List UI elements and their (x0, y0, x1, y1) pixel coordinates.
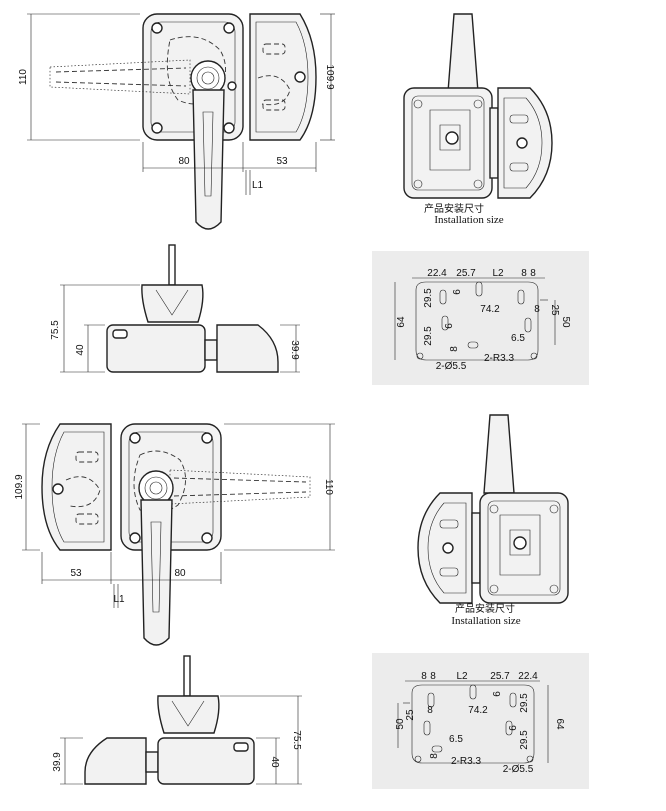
cut-29-5a-b: 29.5 (519, 693, 530, 713)
cut-29-5b: 29.5 (423, 326, 434, 346)
cut-6b-b: 6 (508, 725, 519, 731)
side-view-top: 75.5 40 39.9 (50, 244, 300, 373)
handle-lever-mirror (140, 499, 173, 646)
handle-lever (192, 89, 225, 230)
dim-75-5-b: 75.5 (291, 730, 302, 750)
install-caption-en-b: Installation size (451, 615, 520, 627)
dim-80: 80 (178, 156, 190, 167)
cut-r3-3-b: 2-R3.3 (451, 756, 481, 767)
screw (151, 122, 163, 134)
back-view-top: 产品安装尺寸 Installation size (403, 13, 553, 226)
cut-74-2: 74.2 (480, 304, 500, 315)
cut-l2-b: L2 (456, 671, 468, 682)
cut-8d-b: 8 (429, 753, 440, 759)
dim-109-9-b: 109.9 (14, 474, 25, 499)
handle-back-mirror (483, 414, 515, 494)
cut-64: 64 (396, 316, 407, 328)
cut-6b: 6 (444, 323, 455, 329)
cut-d5-5-b: 2-Ø5.5 (503, 764, 534, 775)
dim-53: 53 (276, 156, 288, 167)
dim-39-9-b: 39.9 (52, 752, 63, 772)
cut-r3-3: 2-R3.3 (484, 353, 514, 364)
cutout-panel-bottom: 8 8 L2 25.7 22.4 6 29.5 25 8 74.2 50 64 … (372, 653, 589, 789)
cutout-background (372, 251, 589, 385)
dim-80-b: 80 (174, 568, 186, 579)
cut-6-5-b: 6.5 (449, 734, 463, 745)
back-view-bottom: 产品安装尺寸 Installation size (417, 414, 569, 627)
dim-l1-b: L1 (113, 594, 125, 605)
cut-22-4-b: 22.4 (518, 671, 538, 682)
install-caption-en: Installation size (434, 214, 503, 226)
dim-39-9: 39.9 (289, 340, 300, 360)
install-caption-cn-b: 产品安装尺寸 (455, 602, 515, 615)
cut-6a-b: 6 (492, 691, 503, 697)
cut-8c-b: 8 (427, 705, 433, 716)
lock-housing-mirror (157, 737, 255, 785)
strike-plate-mirror (41, 423, 112, 551)
cut-50: 50 (560, 316, 571, 328)
dim-l1: L1 (252, 180, 264, 191)
cut-25-7-b: 25.7 (490, 671, 510, 682)
dim-109-9: 109.9 (324, 64, 335, 89)
screw (223, 22, 235, 34)
cut-29-5a: 29.5 (423, 288, 434, 308)
cut-29-5b-b: 29.5 (519, 730, 530, 750)
side-view-bottom: 39.9 40 75.5 (52, 655, 302, 785)
cut-8c: 8 (534, 304, 540, 315)
install-caption-cn: 产品安装尺寸 (424, 202, 484, 215)
cut-8a-b: 8 (421, 671, 427, 682)
handle-head (141, 284, 204, 323)
cutout-background-b (372, 653, 589, 789)
key-mirror (183, 655, 191, 697)
key (168, 244, 176, 286)
cut-22-4: 22.4 (427, 268, 447, 279)
front-view-bottom: 109.9 110 53 80 L1 (14, 423, 335, 646)
strike-side (216, 324, 279, 373)
cut-25-b: 25 (405, 709, 416, 721)
cutout-panel-top: 22.4 25.7 L2 8 8 29.5 6 74.2 8 25 64 50 … (372, 251, 589, 385)
cut-8b-b: 8 (430, 671, 436, 682)
dim-110: 110 (18, 69, 29, 85)
cut-8d: 8 (449, 346, 460, 352)
handle-back (447, 13, 479, 93)
screw (151, 22, 163, 34)
dim-75-5: 75.5 (50, 320, 61, 340)
dim-110-b: 110 (323, 479, 334, 495)
cut-8a: 8 (521, 268, 527, 279)
strike-plate (249, 13, 317, 141)
strike-side-mirror (84, 737, 147, 785)
cut-d5-5: 2-Ø5.5 (436, 361, 467, 372)
cut-50-b: 50 (395, 718, 406, 730)
cut-25: 25 (549, 304, 560, 316)
dim-53-b: 53 (70, 568, 82, 579)
cut-6-5: 6.5 (511, 333, 525, 344)
cut-25-7: 25.7 (456, 268, 476, 279)
front-view-top: 110 109.9 80 53 L1 (18, 13, 335, 230)
cut-64-b: 64 (554, 718, 565, 730)
dim-40-b: 40 (269, 756, 280, 768)
cut-l2: L2 (492, 268, 504, 279)
dim-40: 40 (75, 344, 86, 356)
handle-head-mirror (157, 695, 220, 734)
cut-6a: 6 (452, 289, 463, 295)
screw (223, 122, 235, 134)
cut-8b: 8 (530, 268, 536, 279)
cut-74-2-b: 74.2 (468, 705, 488, 716)
